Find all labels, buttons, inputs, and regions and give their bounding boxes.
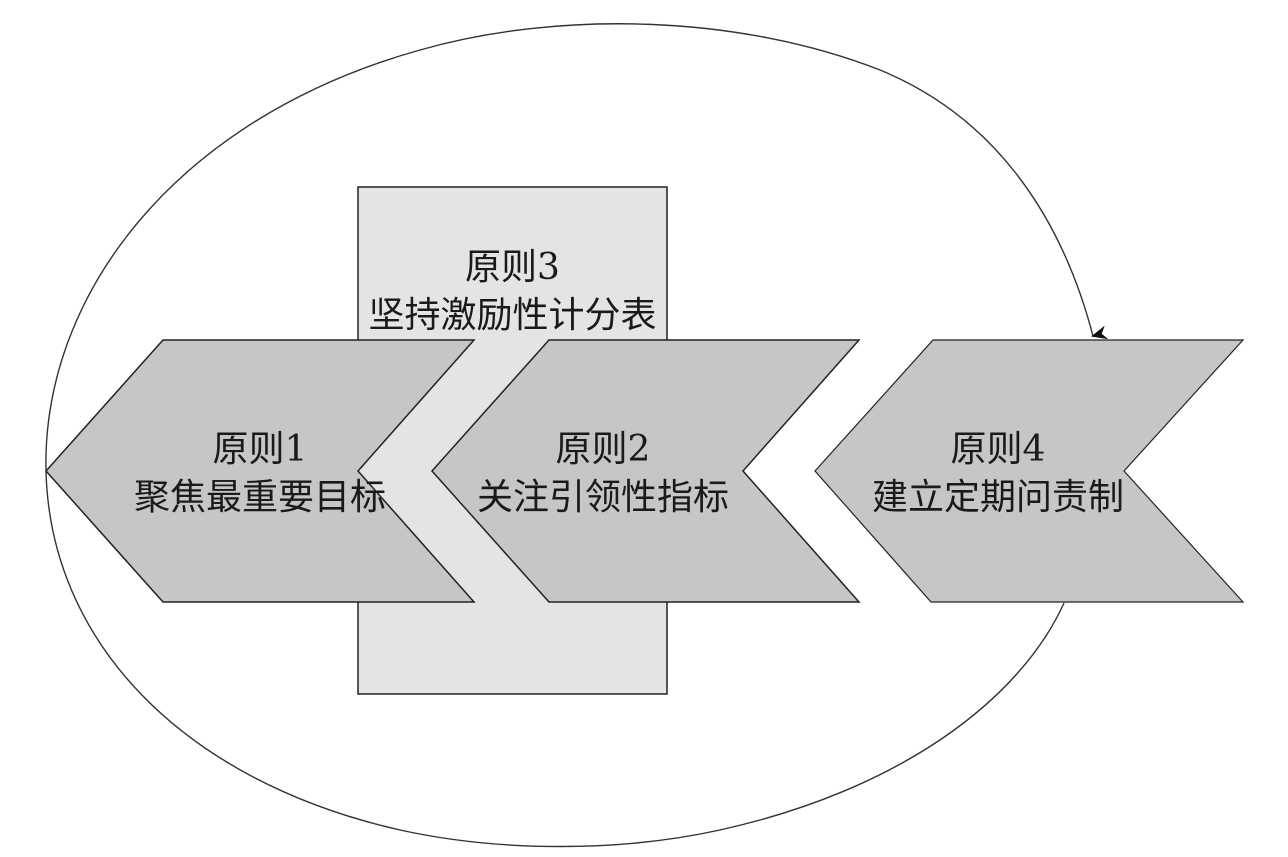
principle-3-label: 原则3 坚持激励性计分表	[358, 244, 667, 340]
principle-2-label: 原则2 关注引领性指标	[403, 426, 803, 522]
principle-4-title: 原则4	[950, 429, 1046, 470]
principle-2-title: 原则2	[555, 429, 651, 470]
principle-3-title: 原则3	[465, 247, 560, 288]
principle-4-label: 原则4 建立定期问责制	[798, 426, 1198, 522]
principle-4-subtitle: 建立定期问责制	[871, 477, 1124, 518]
cycle-loop-arrow-icon	[45, 23, 1109, 848]
principle-1-subtitle: 聚焦最重要目标	[133, 477, 386, 518]
principle-2-chevron	[430, 339, 861, 603]
principle-2-subtitle: 关注引领性指标	[476, 477, 729, 518]
principle-4-chevron	[814, 339, 1245, 603]
principle-1-title: 原则1	[212, 429, 308, 470]
principle-1-label: 原则1 聚焦最重要目标	[60, 426, 460, 522]
principle-3-subtitle: 坚持激励性计分表	[368, 295, 657, 336]
